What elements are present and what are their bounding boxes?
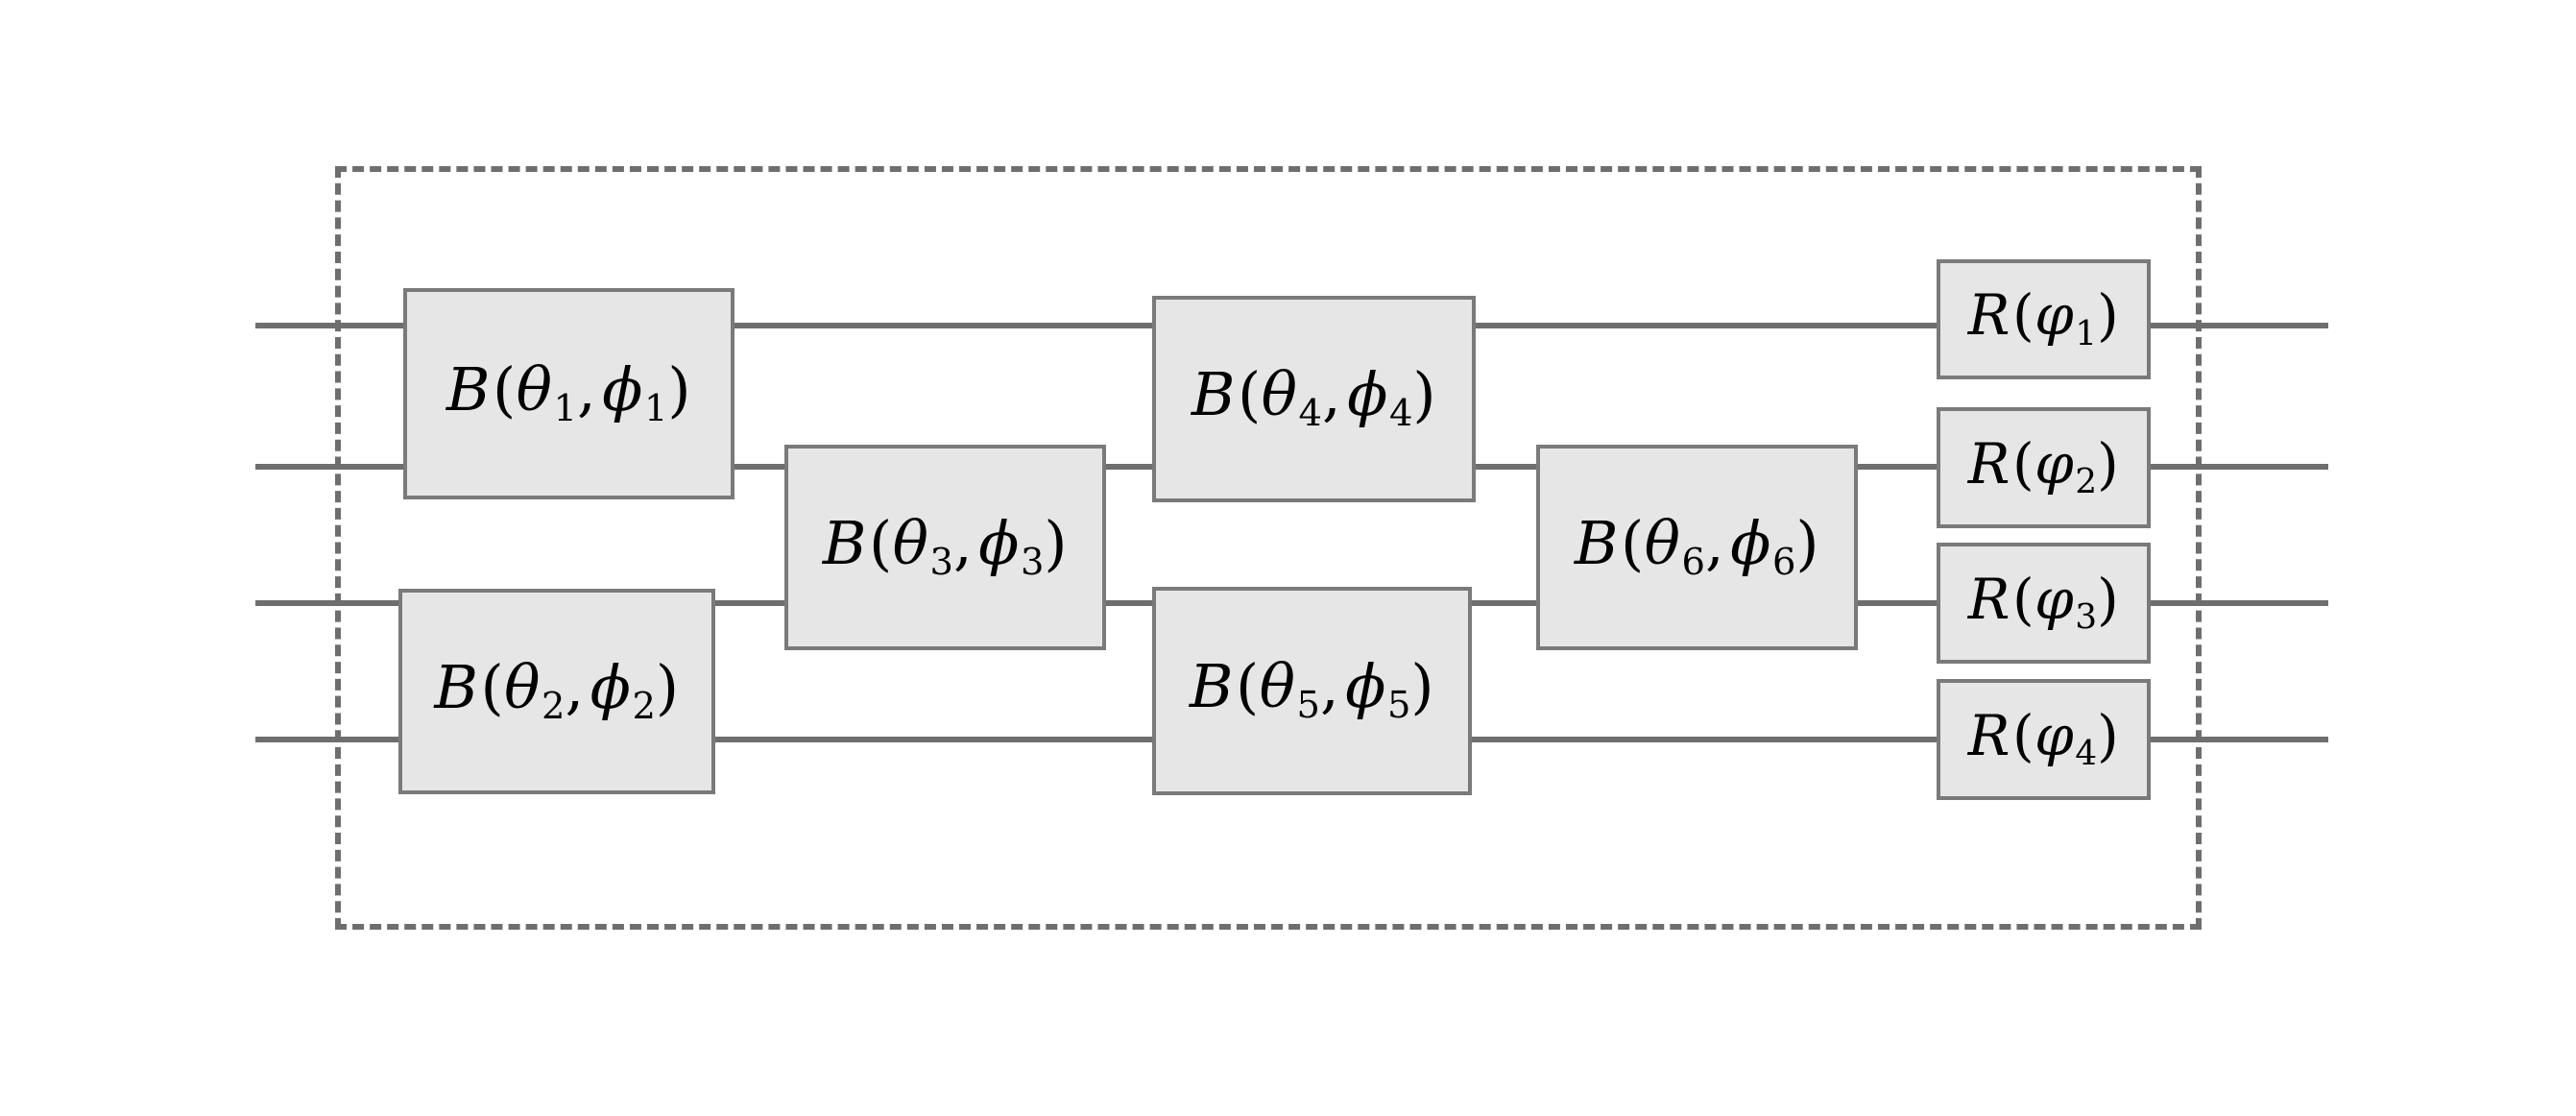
param-varphi: φ [2034,430,2075,497]
param-theta-index: 1 [553,386,577,430]
param-phi: ϕ [602,353,643,425]
gate-symbol-b: B [1189,651,1234,722]
param-varphi-index: 4 [2075,734,2098,774]
param-theta: θ [892,507,929,578]
gate-symbol-r: R [1967,702,2010,768]
param-theta-index: 5 [1296,684,1320,728]
param-phi-index: 4 [1388,392,1413,436]
gate-symbol-r: R [1967,282,2010,349]
gate-symbol-b: B [434,651,479,722]
param-theta: θ [1259,651,1296,722]
gate-phase-shift-2-label: R(φ2) [1967,430,2120,502]
param-varphi: φ [2034,702,2075,768]
param-theta: θ [504,651,541,722]
gate-symbol-b: B [445,353,491,425]
param-phi-index: 1 [643,386,668,430]
param-phi-index: 2 [632,684,656,728]
gate-phase-shift-2[interactable]: R(φ2) [1937,407,2151,528]
gate-phase-shift-3-label: R(φ3) [1967,566,2120,638]
gate-beamsplitter-5[interactable]: B(θ5,ϕ5) [1152,587,1472,795]
param-theta-index: 3 [929,540,953,584]
param-varphi-index: 2 [2075,462,2098,502]
param-phi-index: 5 [1386,684,1411,728]
gate-beamsplitter-1-label: B(θ1,ϕ1) [445,353,692,430]
circuit-boundary-dashed-box [335,166,2202,930]
gate-phase-shift-3[interactable]: R(φ3) [1937,543,2151,664]
gate-phase-shift-4[interactable]: R(φ4) [1937,679,2151,800]
gate-beamsplitter-2[interactable]: B(θ2,ϕ2) [398,589,715,794]
param-phi-index: 6 [1771,540,1796,584]
param-varphi: φ [2034,282,2075,349]
param-phi: ϕ [978,507,1020,578]
gate-beamsplitter-4-label: B(θ4,ϕ4) [1191,359,1437,436]
param-phi: ϕ [1347,359,1388,430]
gate-symbol-b: B [1191,359,1236,430]
param-phi-index: 3 [1020,540,1045,584]
param-varphi: φ [2034,566,2075,632]
gate-beamsplitter-2-label: B(θ2,ϕ2) [434,651,680,728]
gate-beamsplitter-1[interactable]: B(θ1,ϕ1) [403,288,734,499]
gate-beamsplitter-4[interactable]: B(θ4,ϕ4) [1152,296,1476,502]
param-phi: ϕ [1345,651,1386,722]
param-theta: θ [1261,359,1298,430]
param-phi: ϕ [1730,507,1771,578]
param-varphi-index: 3 [2075,597,2098,638]
gate-symbol-r: R [1967,566,2010,632]
gate-beamsplitter-6-label: B(θ6,ϕ6) [1574,507,1820,584]
gate-symbol-r: R [1967,430,2010,497]
gate-symbol-b: B [822,507,867,578]
param-varphi-index: 1 [2075,313,2098,353]
gate-beamsplitter-3[interactable]: B(θ3,ϕ3) [784,445,1106,650]
param-theta-index: 6 [1681,540,1705,584]
gate-beamsplitter-6[interactable]: B(θ6,ϕ6) [1536,445,1858,650]
gate-beamsplitter-5-label: B(θ5,ϕ5) [1189,651,1435,728]
param-theta-index: 2 [542,684,566,728]
gate-symbol-b: B [1574,507,1619,578]
gate-phase-shift-1[interactable]: R(φ1) [1937,259,2151,379]
param-phi: ϕ [590,651,632,722]
param-theta: θ [1644,507,1681,578]
gate-phase-shift-1-label: R(φ1) [1967,282,2120,353]
gate-beamsplitter-3-label: B(θ3,ϕ3) [822,507,1069,584]
gate-phase-shift-4-label: R(φ4) [1967,702,2120,774]
param-theta: θ [516,353,553,425]
param-theta-index: 4 [1298,392,1322,436]
